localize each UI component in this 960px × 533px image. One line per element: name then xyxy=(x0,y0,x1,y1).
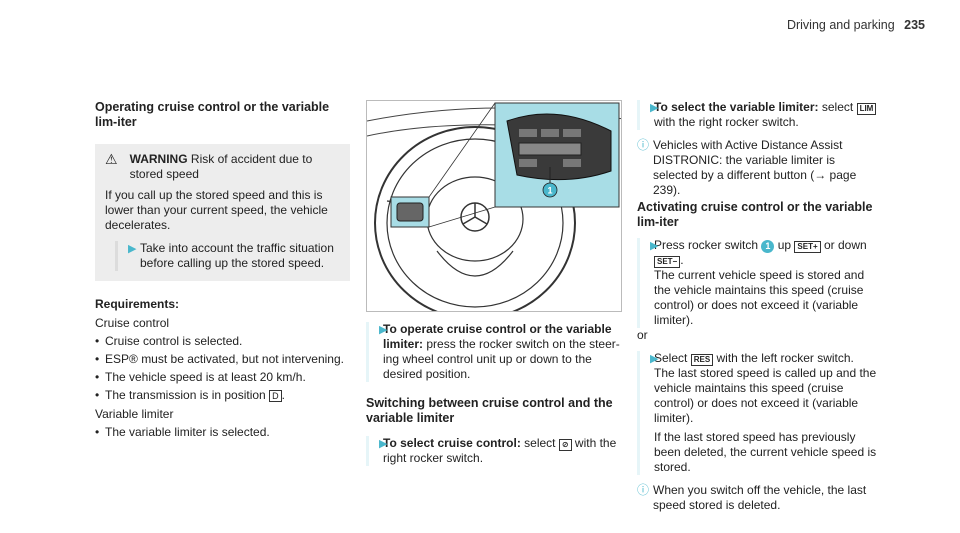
warning-body: If you call up the stored speed and this… xyxy=(105,188,328,232)
warning-step: ▶ Take into account the traffic situatio… xyxy=(115,241,340,271)
warning-triangle-icon: ⚠ xyxy=(105,151,118,167)
step-resume: ▶ Select RES with the left rocker switch… xyxy=(637,351,877,475)
arrow-icon: ▶ xyxy=(379,324,388,336)
page-number: 235 xyxy=(904,18,925,32)
step-select-limiter: ▶ To select the variable limiter: select… xyxy=(637,100,877,130)
step-activate: ▶ Press rocker switch 1 up SET+ or down … xyxy=(637,238,877,328)
arrow-icon: ▶ xyxy=(650,102,659,114)
lim-key: LIM xyxy=(856,103,877,115)
list-item: Cruise control is selected. xyxy=(95,334,350,349)
list-item: The variable limiter is selected. xyxy=(95,425,350,440)
callout-number: 1 xyxy=(761,240,775,253)
section-heading: Operating cruise control or the variable… xyxy=(95,100,330,129)
info-note: ⓘ Vehicles with Active Distance Assist D… xyxy=(637,138,857,197)
arrow-icon: ▶ xyxy=(379,438,388,450)
page-header: Driving and parking 235 xyxy=(787,18,925,32)
column-middle: ▶ To operate cruise control or the varia… xyxy=(366,322,621,466)
section-title: Driving and parking xyxy=(786,18,895,32)
step-select-cruise: ▶ To select cruise control: select ⊘ wit… xyxy=(366,436,621,466)
cruise-control-list: Cruise control is selected. ESP® must be… xyxy=(95,334,350,403)
info-icon: ⓘ xyxy=(637,483,650,497)
set-plus-key: SET+ xyxy=(794,241,821,253)
step-operate: ▶ To operate cruise control or the varia… xyxy=(366,322,621,382)
info-icon: ⓘ xyxy=(637,138,650,152)
arrow-icon: ▶ xyxy=(128,243,137,255)
sub-heading: Switching between cruise control and the… xyxy=(366,396,613,425)
warning-text: Risk of accident due to stored speed xyxy=(129,152,313,181)
warning-box: ⚠ WARNING Risk of accident due to stored… xyxy=(95,144,350,281)
info-note: ⓘ When you switch off the vehicle, the l… xyxy=(637,483,867,512)
column-left: Operating cruise control or the variable… xyxy=(95,100,350,440)
steering-wheel-figure: 1 xyxy=(366,100,622,312)
list-item: The vehicle speed is at least 20 km/h. xyxy=(95,370,350,385)
res-key: RES xyxy=(690,354,714,366)
variable-limiter-label: Variable limiter xyxy=(95,407,174,421)
warning-label: WARNING xyxy=(129,152,188,166)
column-right: ▶ To select the variable limiter: select… xyxy=(637,100,877,513)
steering-wheel-illustration: 1 xyxy=(367,102,621,311)
variable-limiter-list: The variable limiter is selected. xyxy=(95,425,350,440)
drive-position-key: D xyxy=(269,390,282,402)
sub-heading: Activating cruise control or the variabl… xyxy=(637,200,873,229)
set-minus-key: SET− xyxy=(654,256,681,268)
cruise-control-key-icon: ⊘ xyxy=(558,439,572,451)
list-item: The transmission is in position D. xyxy=(95,388,350,403)
callout-number: 1 xyxy=(547,186,552,196)
arrow-icon: ▶ xyxy=(650,240,659,252)
arrow-icon: ▶ xyxy=(650,353,659,365)
or-text: or xyxy=(637,328,648,342)
list-item: ESP® must be activated, but not interven… xyxy=(95,352,350,367)
requirements-title: Requirements: xyxy=(95,297,180,311)
cruise-control-label: Cruise control xyxy=(95,316,170,330)
